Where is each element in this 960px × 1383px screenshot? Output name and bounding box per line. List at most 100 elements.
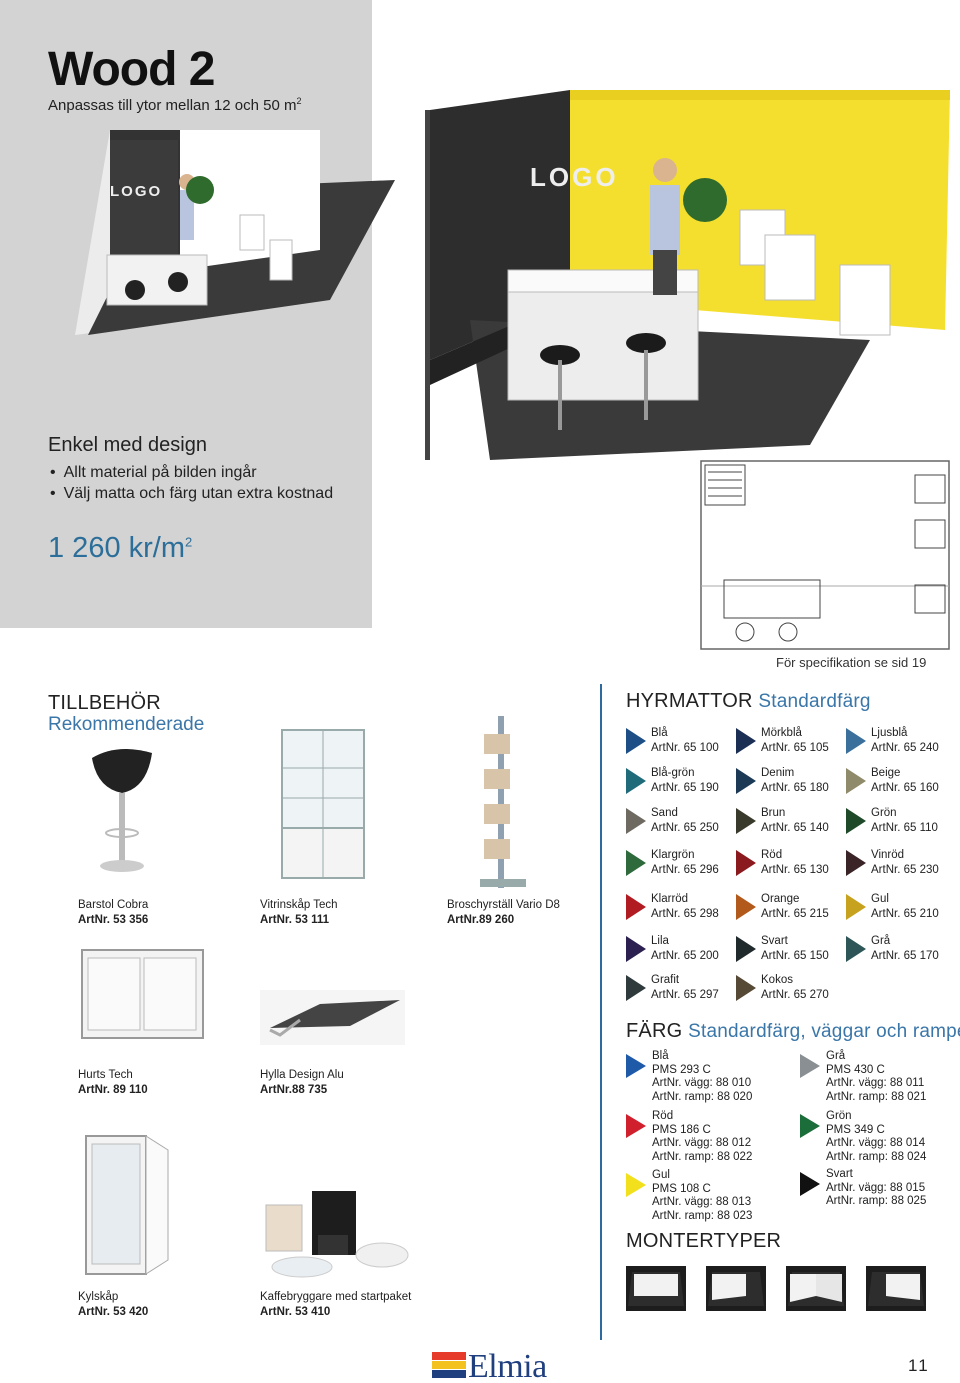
swatch-icon [626,894,646,920]
accessory-name: Kaffebryggare med startpaket [260,1291,412,1303]
carpets-title: HYRMATTOR [626,690,753,712]
color-name: Blå [652,1050,669,1062]
swatch-art: ArtNr. 65 170 [871,950,939,962]
price-sup: 2 [185,534,193,550]
booth-type-thumb [706,1266,766,1311]
accessory-barstool: Barstol Cobra ArtNr. 53 356 [78,898,148,928]
swatch-name: Blå-grön [651,767,695,779]
color-name: Röd [652,1110,674,1122]
swatch-name: Svart [761,935,788,947]
color-name: Gul [652,1169,670,1181]
color-pms: PMS 430 C [826,1063,885,1076]
swatch-name: Denim [761,767,795,779]
swatch-art: ArtNr. 65 200 [651,950,719,962]
column-divider [600,684,602,1340]
color-ramp-art: ArtNr. ramp: 88 021 [826,1090,927,1103]
swatch-art: ArtNr. 65 298 [651,908,719,920]
accessory-name: Hylla Design Alu [260,1069,344,1081]
subtitle-sup: 2 [296,96,302,106]
color-icon [626,1173,646,1197]
accessories-title: TILLBEHÖR [48,692,161,714]
color-wall-art: ArtNr. vägg: 88 014 [826,1137,926,1149]
color-ramp-art: ArtNr. ramp: 88 023 [652,1209,753,1222]
spec-note: För specifikation se sid 19 [776,655,927,670]
color-pms: PMS 108 C [652,1182,711,1195]
carpets-subtitle: Standardfärg [758,691,871,712]
swatch-name: Grön [871,807,897,819]
page-title: Wood 2 [48,43,215,96]
booth-type-thumb [786,1266,846,1311]
color-wall-art: ArtNr. vägg: 88 013 [652,1196,752,1208]
bullet-item: Välj matta och färg utan extra kostnad [50,483,333,504]
booth-type-thumb [866,1266,926,1311]
swatch-name: Kokos [761,974,793,986]
floor-plan [700,460,950,650]
color-pms: PMS 186 C [652,1123,711,1136]
accessory-coffee-maker: Kaffebryggare med startpaket ArtNr. 53 4… [260,1290,411,1320]
swatch-art: ArtNr. 65 105 [761,742,829,754]
swatch-icon [736,768,756,794]
bullet-item: Allt material på bilden ingår [50,462,333,483]
accessory-name: Vitrinskåp Tech [260,899,338,911]
subtitle-text: Anpassas till ytor mellan 12 och 50 m [48,97,297,114]
coffee-maker-image [265,1191,409,1278]
fridge-image [85,1135,169,1275]
swatch-name: Grå [871,935,891,947]
color-ramp-art: ArtNr. ramp: 88 020 [652,1090,753,1103]
swatch-icon [626,808,646,834]
swatch-name: Blå [651,727,668,739]
color-icon [800,1114,820,1138]
swatch-icon [846,850,866,876]
swatch-icon [626,936,646,962]
accessory-shelf: Hylla Design Alu ArtNr.88 735 [260,1068,344,1098]
color-pms: PMS 349 C [826,1123,885,1136]
swatch-name: Gul [871,893,889,905]
accessory-art: ArtNr. 89 110 [78,1084,148,1096]
design-heading: Enkel med design [48,434,207,456]
accessory-name: Barstol Cobra [78,899,149,911]
swatch-icon [846,894,866,920]
color-name: Grön [826,1110,852,1122]
swatch-icon [846,808,866,834]
swatch-icon [736,936,756,962]
swatch-name: Beige [871,767,901,779]
swatch-icon [846,768,866,794]
accessory-art: ArtNr.89 260 [447,914,515,926]
feature-bullets: Allt material på bilden ingår Välj matta… [50,462,333,504]
color-icon [626,1054,646,1078]
color-ramp-art: ArtNr. ramp: 88 024 [826,1150,927,1163]
large-booth-logo: LOGO [530,162,619,192]
swatch-art: ArtNr. 65 296 [651,864,719,876]
swatch-art: ArtNr. 65 230 [871,864,939,876]
swatch-name: Röd [761,849,783,861]
swatch-icon [736,850,756,876]
page-number: 11 [908,1356,930,1375]
shelf-image [260,990,405,1045]
color-name: Svart [826,1168,853,1180]
swatch-art: ArtNr. 65 140 [761,822,829,834]
accessory-art: ArtNr. 53 420 [78,1306,149,1318]
swatch-icon [846,728,866,754]
price: 1 260 kr/m2 [48,532,192,565]
accessory-name: Kylskåp [78,1291,119,1303]
swatch-art: ArtNr. 65 215 [761,908,829,920]
small-booth-logo: LOGO [110,183,162,200]
swatch-icon [626,728,646,754]
swatch-name: Sand [651,807,678,819]
color-wall-art: ArtNr. vägg: 88 015 [826,1181,926,1194]
accessory-art: ArtNr. 53 356 [78,914,149,926]
swatch-name: Vinröd [871,849,905,861]
vitrine-image [281,729,365,879]
accessory-name: Broschyrställ Vario D8 [447,899,560,911]
